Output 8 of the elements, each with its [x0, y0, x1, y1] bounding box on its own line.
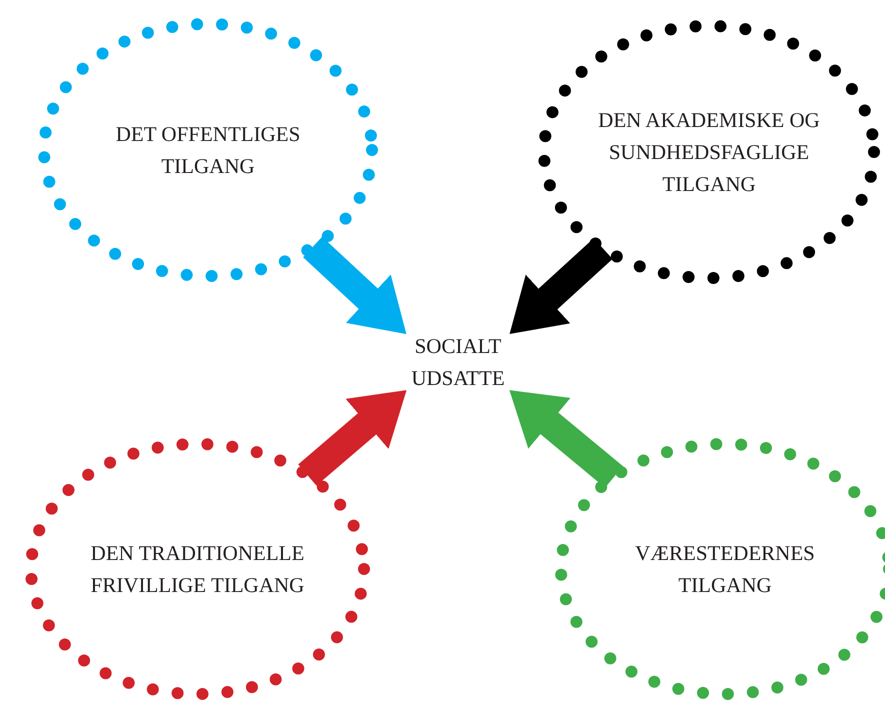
arrow [298, 390, 407, 486]
node-label: VÆRESTEDERNES TILGANG [634, 540, 816, 599]
node-label: DET OFFENTLIGES TILGANG [114, 121, 302, 180]
node-label: DEN TRADITIONELLE FRIVILLIGE TILGANG [90, 540, 306, 599]
arrow [509, 390, 623, 488]
node-label: DEN AKADEMISKE OG SUNDHEDSFAGLIGE TILGANG [597, 107, 821, 198]
node-label: SOCIALT UDSATTE [410, 333, 506, 392]
arrow [303, 236, 406, 334]
